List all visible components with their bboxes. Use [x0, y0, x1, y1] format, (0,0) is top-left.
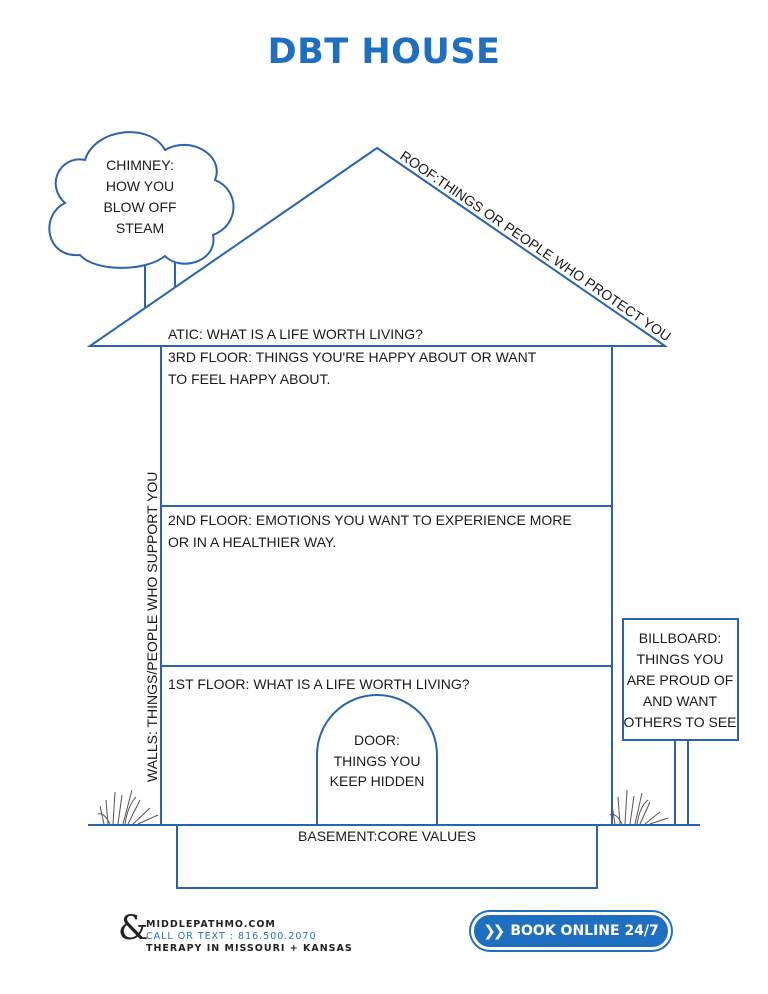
chimney-label-line3: BLOW OFF: [103, 199, 176, 215]
third-floor-label-line1: 3RD FLOOR: THINGS YOU'RE HAPPY ABOUT OR …: [168, 349, 537, 365]
attic-label: ATIC: WHAT IS A LIFE WORTH LIVING?: [168, 326, 423, 342]
billboard-label-line4: AND WANT: [643, 693, 718, 709]
basement-label: BASEMENT:CORE VALUES: [298, 828, 476, 844]
footer-site[interactable]: MIDDLEPATHMO.COM: [146, 919, 276, 930]
door-label-line2: THINGS YOU: [334, 753, 421, 769]
third-floor-label-line2: TO FEEL HAPPY ABOUT.: [168, 371, 330, 387]
ampersand-logo-icon: &: [118, 908, 149, 948]
double-chevron-right-icon: ❯❯: [483, 922, 505, 940]
book-online-button[interactable]: ❯❯ BOOK ONLINE 24/7: [471, 912, 671, 950]
footer-tagline: THERAPY IN MISSOURI + KANSAS: [146, 943, 353, 954]
book-online-label: BOOK ONLINE 24/7: [510, 923, 659, 939]
billboard-sign: [622, 618, 739, 741]
grass-left: [97, 789, 159, 825]
second-floor-label-line2: OR IN A HEALTHIER WAY.: [168, 534, 336, 550]
door: [316, 694, 438, 825]
page-title: DBT HOUSE: [267, 32, 501, 72]
grass-right: [609, 789, 669, 825]
billboard-label-line5: OTHERS TO SEE: [623, 714, 736, 730]
walls-label: WALLS: THINGS/PEOPLE WHO SUPPORT YOU: [144, 472, 160, 782]
chimney-label-line4: STEAM: [116, 220, 164, 236]
door-label-line3: KEEP HIDDEN: [330, 773, 425, 789]
chimney-cloud: [48, 131, 235, 269]
door-label-line1: DOOR:: [354, 732, 400, 748]
chimney-label-line2: HOW YOU: [106, 178, 174, 194]
billboard-label-line1: BILLBOARD:: [639, 630, 721, 646]
chimney-label-line1: CHIMNEY:: [106, 157, 174, 173]
billboard-label-line3: ARE PROUD OF: [627, 672, 734, 688]
basement: [176, 825, 598, 889]
footer-phone[interactable]: CALL OR TEXT : 816.500.2070: [146, 931, 317, 942]
second-floor-label-line1: 2ND FLOOR: EMOTIONS YOU WANT TO EXPERIEN…: [168, 512, 572, 528]
first-floor-label: 1ST FLOOR: WHAT IS A LIFE WORTH LIVING?: [168, 676, 470, 692]
billboard-label-line2: THINGS YOU: [637, 651, 724, 667]
